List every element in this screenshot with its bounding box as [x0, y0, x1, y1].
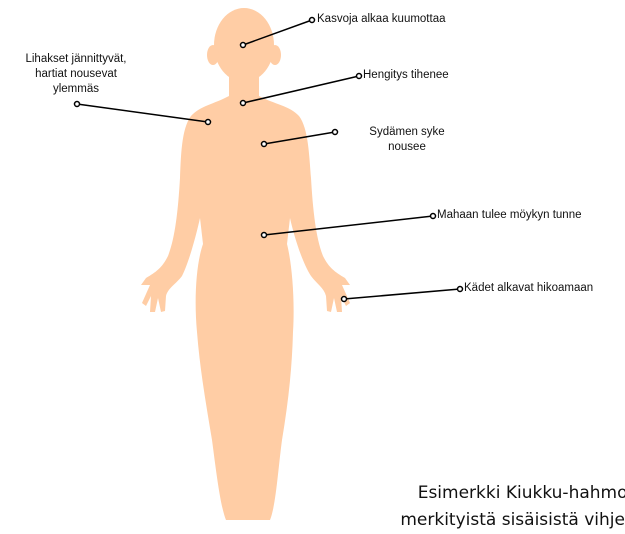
shoulder-point — [206, 120, 211, 125]
heart-label-line-1: Sydämen syke — [352, 125, 462, 140]
muscles-callout-line — [77, 104, 208, 122]
heart-label-dot — [333, 130, 338, 135]
face-label: Kasvoja alkaa kuumottaa — [317, 12, 446, 27]
breathing-callout-line — [243, 76, 359, 103]
hand-point — [342, 297, 347, 302]
heart-label: Sydämen syke nousee — [352, 125, 462, 155]
breathing-point — [241, 101, 246, 106]
face-label-dot — [310, 18, 315, 23]
muscles-label-line-3: ylemmäs — [0, 82, 152, 97]
face-point — [241, 43, 246, 48]
hands-callout-line — [344, 289, 460, 299]
muscles-label: Lihakset jännittyvät, hartiat nousevat y… — [0, 52, 152, 97]
muscles-label-line-2: hartiat nousevat — [0, 67, 152, 82]
muscles-label-line-1: Lihakset jännittyvät, — [0, 52, 152, 67]
hands-label: Kädet alkavat hikoamaan — [464, 281, 593, 296]
caption-line-2: merkityistä sisäisistä vihjeistä — [318, 507, 625, 534]
hands-label-dot — [458, 287, 463, 292]
stomach-label: Mahaan tulee möykyn tunne — [437, 208, 581, 223]
figure-caption: Esimerkki Kiukku-hahmon merkityistä sisä… — [318, 480, 625, 534]
caption-line-1: Esimerkki Kiukku-hahmon — [318, 480, 625, 507]
breathing-label: Hengitys tihenee — [363, 68, 449, 83]
stomach-label-dot — [431, 214, 436, 219]
heart-label-line-2: nousee — [352, 140, 462, 155]
stomach-point — [262, 233, 267, 238]
heart-point — [262, 142, 267, 147]
breathing-label-dot — [357, 74, 362, 79]
muscles-label-dot — [75, 102, 80, 107]
